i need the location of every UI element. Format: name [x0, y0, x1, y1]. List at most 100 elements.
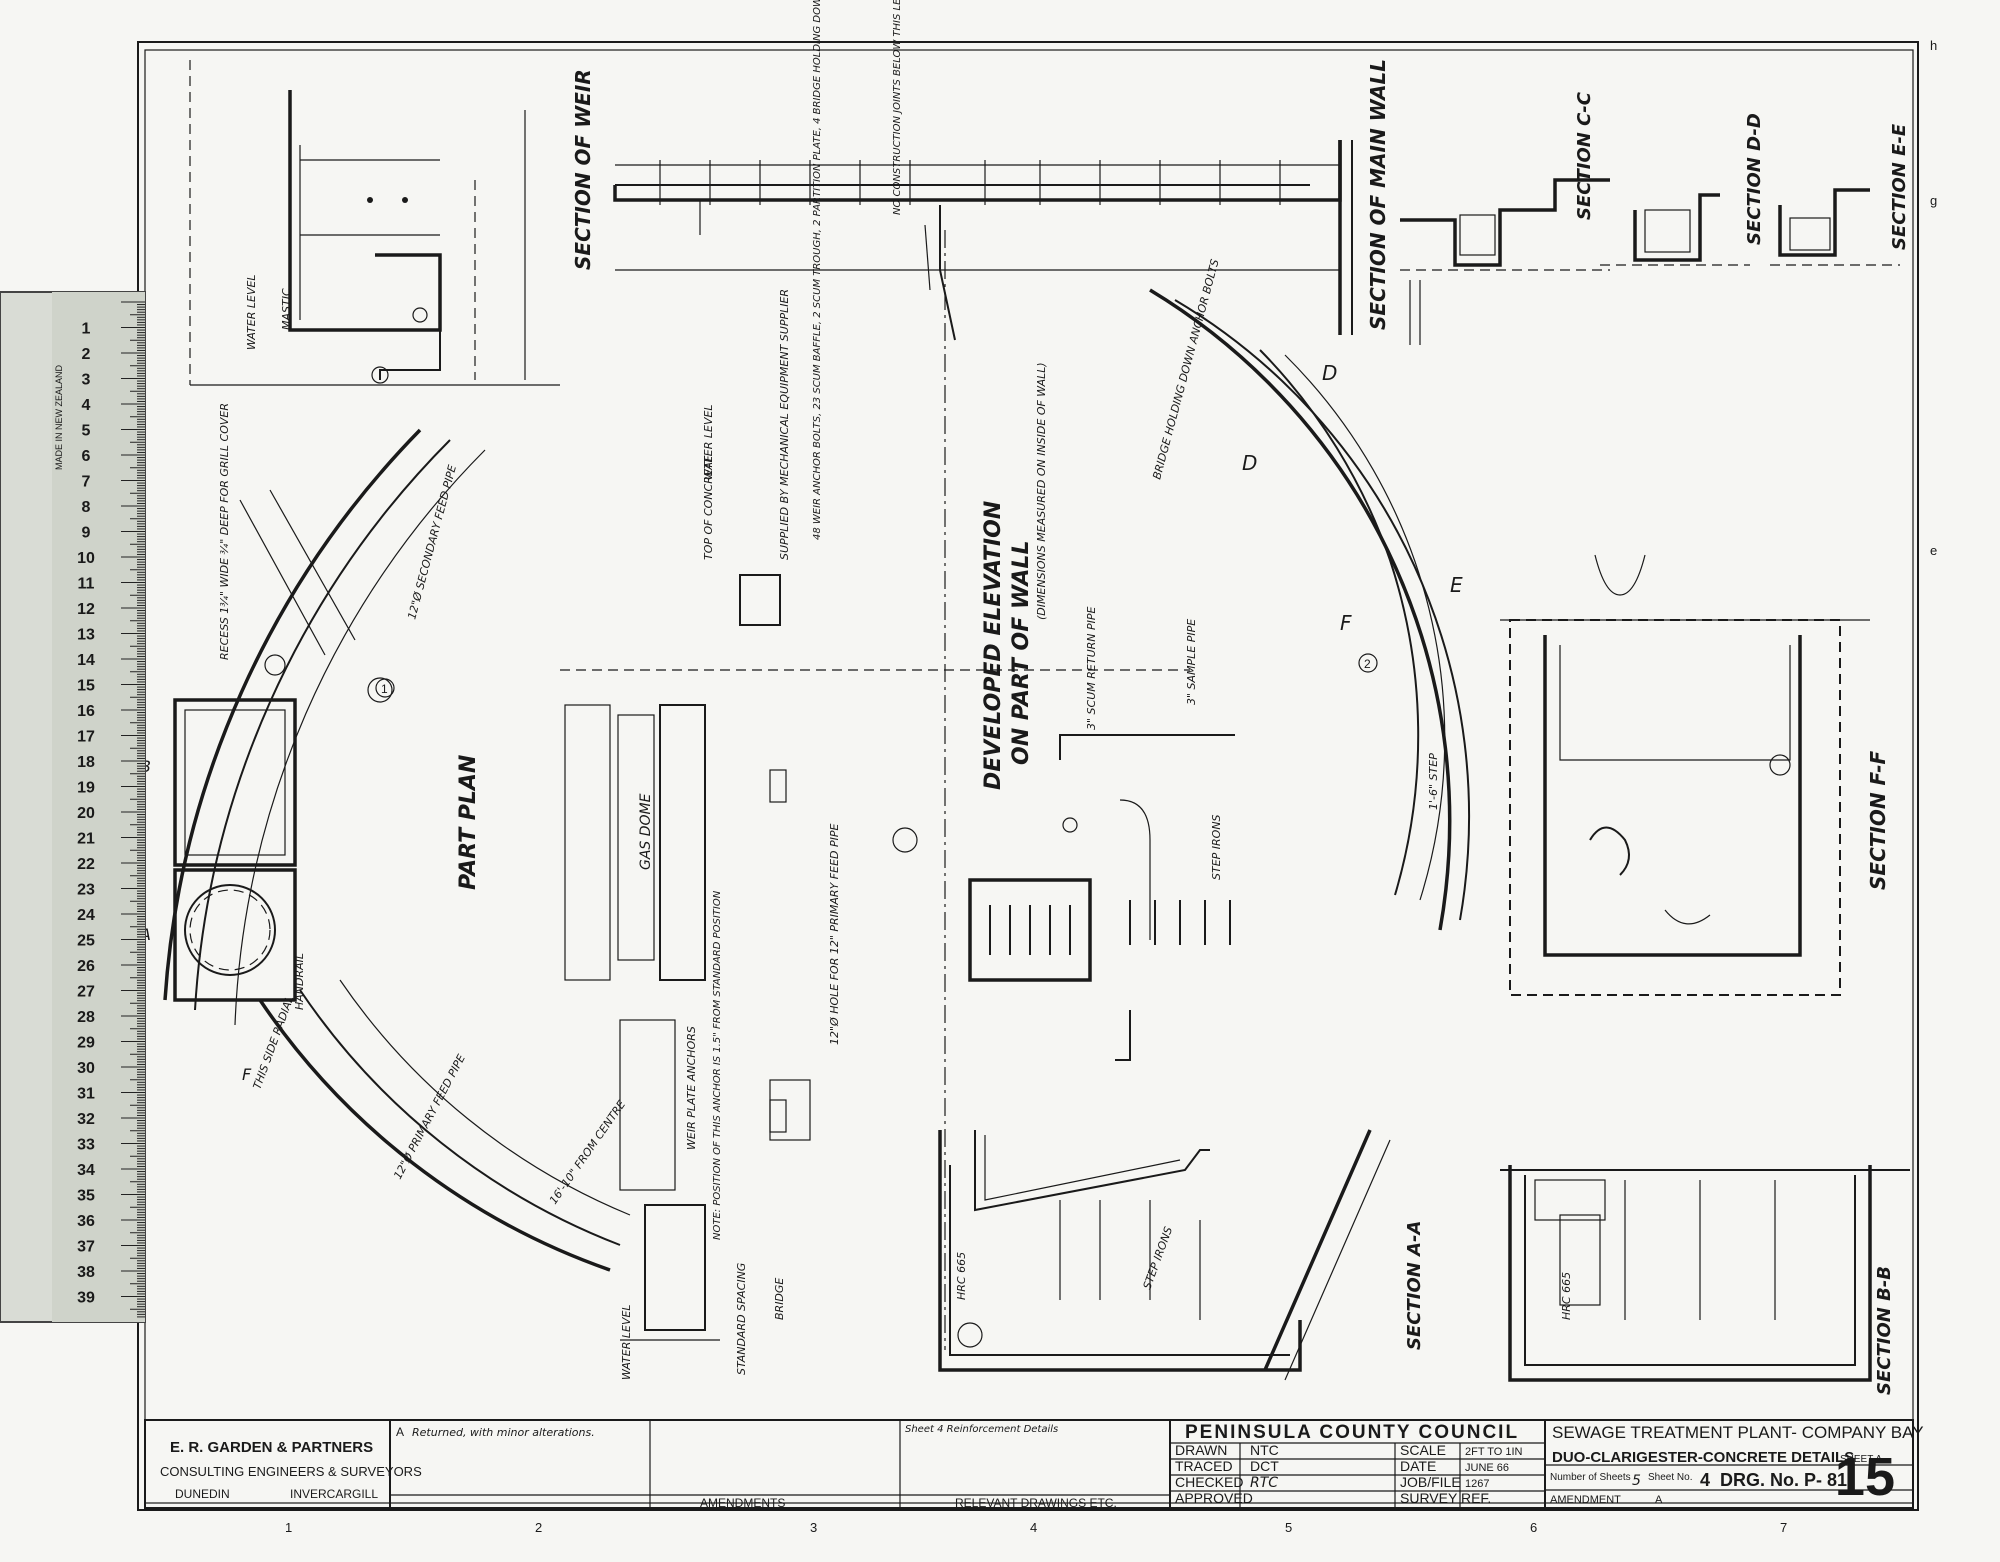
weir-plate-anchors-label: WEIR PLATE ANCHORS [685, 1026, 698, 1150]
ruler-number: 30 [77, 1060, 95, 1077]
firm-name: E. R. GARDEN & PARTNERS [170, 1439, 373, 1456]
ruler-number: 10 [77, 550, 95, 567]
part-plan: PART PLAN HANDRAIL RECESS 1¾" WIDE ¾" DE… [139, 403, 631, 1272]
ruler-number: 37 [77, 1239, 95, 1256]
survey-ref-label: SURVEY REF. [1400, 1490, 1491, 1506]
ruler-number: 3 [82, 372, 91, 389]
grid-ref-3: 3 [810, 1520, 817, 1535]
supplied-by-note: SUPPLIED BY MECHANICAL EQUIPMENT SUPPLIE… [778, 289, 791, 560]
circle-marker-1: 1 [381, 682, 388, 696]
grid-ref-g: g [1930, 193, 1937, 208]
section-of-weir: SECTION OF WEIR WATER LEVEL MASTIC [189, 60, 595, 386]
mastic-label: MASTIC [280, 288, 293, 330]
ruler-number: 36 [77, 1213, 95, 1230]
hrc-label-bb: HRC 665 [1560, 1272, 1573, 1320]
ruler-number: 12 [77, 601, 95, 618]
ruler-number: 14 [77, 652, 95, 669]
ruler-number: 2 [82, 346, 91, 363]
checked-value: RTC [1250, 1475, 1278, 1491]
job-file-value: 1267 [1465, 1478, 1489, 1490]
ruler-number: 11 [78, 576, 95, 593]
project-title: SEWAGE TREATMENT PLANT- COMPANY BAY [1552, 1423, 1924, 1442]
checked-label: CHECKED [1175, 1474, 1243, 1490]
ruler-number: 13 [77, 627, 95, 644]
date-label: DATE [1400, 1458, 1436, 1474]
standard-spacing-label: STANDARD SPACING [735, 1263, 748, 1375]
ruler-number: 7 [82, 474, 91, 491]
date-value: JUNE 66 [1465, 1462, 1509, 1474]
hrc-label-aa: HRC 665 [955, 1252, 968, 1300]
ruler-number: 16 [77, 703, 95, 720]
developed-elevation-title: DEVELOPED ELEVATION [981, 501, 1006, 790]
sheet-big-number: 15 [1835, 1447, 1895, 1507]
section-ee-title: SECTION E-E [1889, 123, 1910, 250]
section-of-weir-title: SECTION OF WEIR [571, 69, 595, 270]
scale-label: SCALE [1400, 1442, 1446, 1458]
step-irons-aa-label: STEP IRONS [1141, 1225, 1176, 1291]
section-ff-title: SECTION F-F [1866, 751, 1890, 890]
ruler-brand: MADE IN NEW ZEALAND [54, 364, 64, 470]
section-dd: SECTION D-D [1600, 113, 1765, 266]
weir-water-level-label: WATER LEVEL [245, 274, 258, 350]
grid-ref-6: 6 [1530, 1520, 1537, 1535]
gas-dome-label: GAS DOME [638, 793, 654, 870]
section-of-main-wall-title: SECTION OF MAIN WALL [1366, 59, 1390, 330]
amendments-label: AMENDMENTS [700, 1496, 785, 1510]
firm-description: CONSULTING ENGINEERS & SURVEYORS [160, 1464, 422, 1479]
council-name: PENINSULA COUNTY COUNCIL [1185, 1422, 1519, 1443]
ruler-number: 21 [77, 831, 95, 848]
curved-main-wall: BRIDGE HOLDING DOWN ANCHOR BOLTS 1'-6" S… [1149, 258, 1471, 931]
sheet-border [137, 41, 1919, 1511]
firm-city-1: DUNEDIN [175, 1487, 230, 1501]
lower-left-details: WATER LEVEL [619, 1019, 811, 1380]
no-construction-note: NO CONSTRUCTION JOINTS BELOW THIS LEVEL [892, 0, 903, 215]
sheet-note: Sheet 4 Reinforcement Details [905, 1424, 1058, 1435]
ruler-number: 18 [77, 754, 95, 771]
relevant-drawings-label: RELEVANT DRAWINGS ETC. [955, 1496, 1117, 1510]
marker-e: E [1450, 573, 1463, 597]
section-ff: SECTION F-F [1500, 554, 1890, 996]
amendment-note: Returned, with minor alterations. [412, 1426, 595, 1439]
section-aa: SECTION A-A HRC 665 STEP IRONS [938, 1129, 1425, 1381]
anchor-list-note: 48 WEIR ANCHOR BOLTS, 23 SCUM BAFFLE, 2 … [812, 0, 823, 540]
ruler-number: 33 [77, 1137, 95, 1154]
sheet-no-label: Sheet No. [1648, 1472, 1692, 1483]
ruler-number: 29 [77, 1035, 95, 1052]
ruler-number: 25 [77, 933, 95, 950]
top-of-concrete-label: TOP OF CONCRETE [702, 455, 715, 560]
sample-pipe-label: 3" SAMPLE PIPE [1185, 619, 1198, 705]
ruler-number: 34 [77, 1162, 95, 1179]
title-block: E. R. GARDEN & PARTNERS CONSULTING ENGIN… [144, 1419, 1924, 1510]
section-aa-title: SECTION A-A [1404, 1221, 1425, 1350]
hole-for-pipe-label: 12"Ø HOLE FOR 12" PRIMARY FEED PIPE [828, 824, 841, 1045]
ruler-number: 6 [82, 448, 91, 465]
water-level-label: WATER LEVEL [702, 404, 715, 480]
bridge-holding-label: BRIDGE HOLDING DOWN ANCHOR BOLTS [1150, 258, 1221, 481]
ruler-number: 27 [77, 984, 95, 1001]
section-cc: SECTION C-C [1400, 91, 1610, 345]
marker-d1: D [1242, 451, 1257, 475]
section-bb-title: SECTION B-B [1874, 1266, 1895, 1395]
ruler-number: 9 [82, 525, 91, 542]
sheet-a-label: SHEET A [1840, 1454, 1882, 1465]
ruler-number: 5 [82, 423, 91, 440]
section-dd-title: SECTION D-D [1744, 113, 1765, 245]
scum-return-label: 3" SCUM RETURN PIPE [1085, 607, 1098, 730]
grid-ref-5: 5 [1285, 1520, 1292, 1535]
grid-ref-e: e [1930, 543, 1937, 558]
section-ee: SECTION E-E [1770, 123, 1910, 266]
inner-border [144, 49, 1914, 1504]
number-of-sheets-value: 5 [1632, 1473, 1641, 1489]
traced-value: DCT [1250, 1458, 1279, 1474]
section-bb: SECTION B-B HRC 665 [1500, 1165, 1910, 1395]
scale-value: 2FT TO 1IN [1465, 1446, 1523, 1458]
on-part-of-wall-title: ON PART OF WALL [1009, 541, 1034, 765]
ruler-number: 15 [77, 678, 95, 695]
developed-elevation: DEVELOPED ELEVATION ON PART OF WALL (DIM… [560, 230, 1235, 1375]
amendment-letter: A [396, 1425, 404, 1439]
grid-ref-4: 4 [1030, 1520, 1037, 1535]
dimensions-note: (DIMENSIONS MEASURED ON INSIDE OF WALL) [1035, 362, 1048, 620]
ruler-number: 1 [82, 321, 91, 338]
